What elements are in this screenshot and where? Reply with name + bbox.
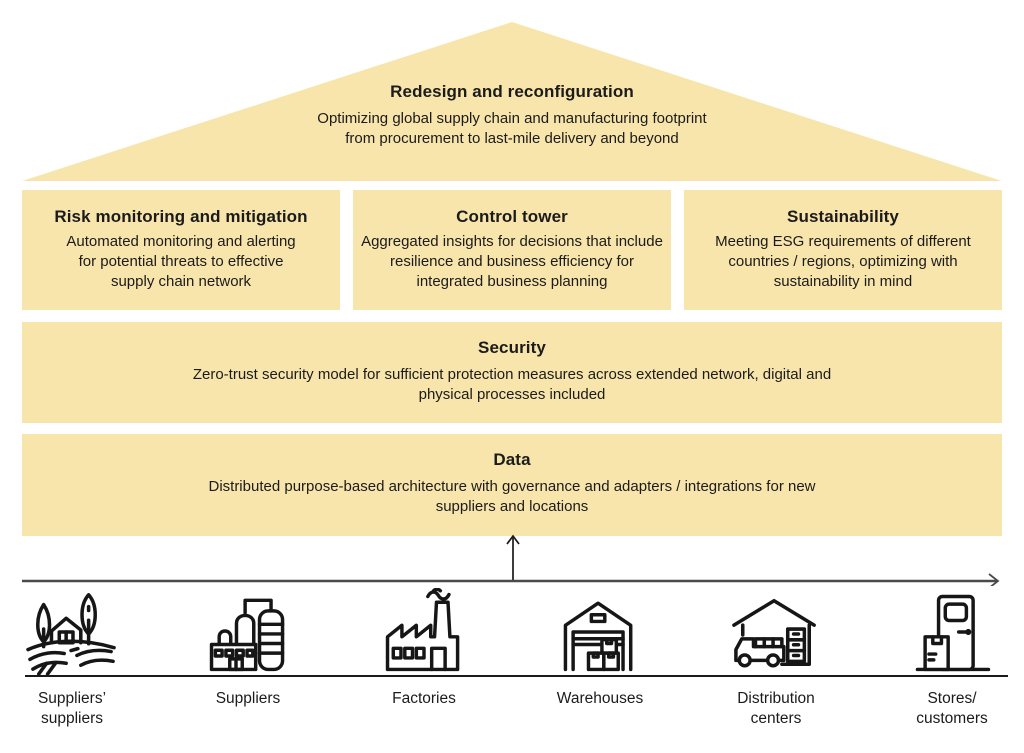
pillar-row: Risk monitoring and mitigation Automated… [22,190,1002,310]
stage-label: Factories [392,690,456,707]
roof-title: Redesign and reconfiguration [390,82,634,101]
panel-body: Meeting ESG requirements of different co… [715,233,971,291]
panel-title: Sustainability [787,207,899,226]
panel-body: Automated monitoring and alerting for po… [66,233,296,291]
stage-label: Suppliers’ suppliers [37,690,107,728]
stage-label: Stores/ customers [916,690,988,728]
panel-sustainability: Sustainability Meeting ESG requirements … [684,190,1002,310]
chain-row: Suppliers’ suppliers [0,586,1024,730]
warehouse-icon [563,601,633,672]
panel-risk-monitoring: Risk monitoring and mitigation Automated… [22,190,340,310]
stage-label: Warehouses [556,690,644,707]
distribution-center-icon [732,598,816,668]
flow-arrows [22,534,1000,586]
stage-distribution-centers: Distribution centers [688,586,864,730]
stage-suppliers-suppliers: Suppliers’ suppliers [0,586,160,730]
panel-body: Aggregated insights for decisions that i… [361,233,663,291]
panel-control-tower: Control tower Aggregated insights for de… [353,190,671,310]
farm-icon [26,593,116,676]
panel-title: Data [493,450,531,469]
up-arrow [506,534,520,581]
stage-label: Suppliers [215,690,281,707]
panel-title: Security [478,338,546,357]
store-door-icon [915,594,991,672]
processing-plant-icon [209,598,285,672]
panel-data: Data Distributed purpose-based architect… [22,434,1002,536]
stage-suppliers: Suppliers [160,586,336,730]
panel-body: Zero-trust security model for sufficient… [192,366,832,404]
chain-baseline [25,675,1008,677]
stage-stores-customers: Stores/ customers [864,586,1024,730]
panel-security: Security Zero-trust security model for s… [22,322,1002,423]
roof-subtitle: Optimizing global supply chain and manuf… [317,110,707,148]
stage-factories: Factories [336,586,512,730]
stage-warehouses: Warehouses [512,586,688,730]
panel-title: Risk monitoring and mitigation [54,207,308,226]
roof-panel: Redesign and reconfiguration Optimizing … [22,22,1002,181]
right-arrow [22,573,1000,586]
panel-body: Distributed purpose-based architecture w… [208,478,816,516]
panel-title: Control tower [456,207,568,226]
factory-icon [385,588,460,672]
stage-label: Distribution centers [737,690,815,728]
